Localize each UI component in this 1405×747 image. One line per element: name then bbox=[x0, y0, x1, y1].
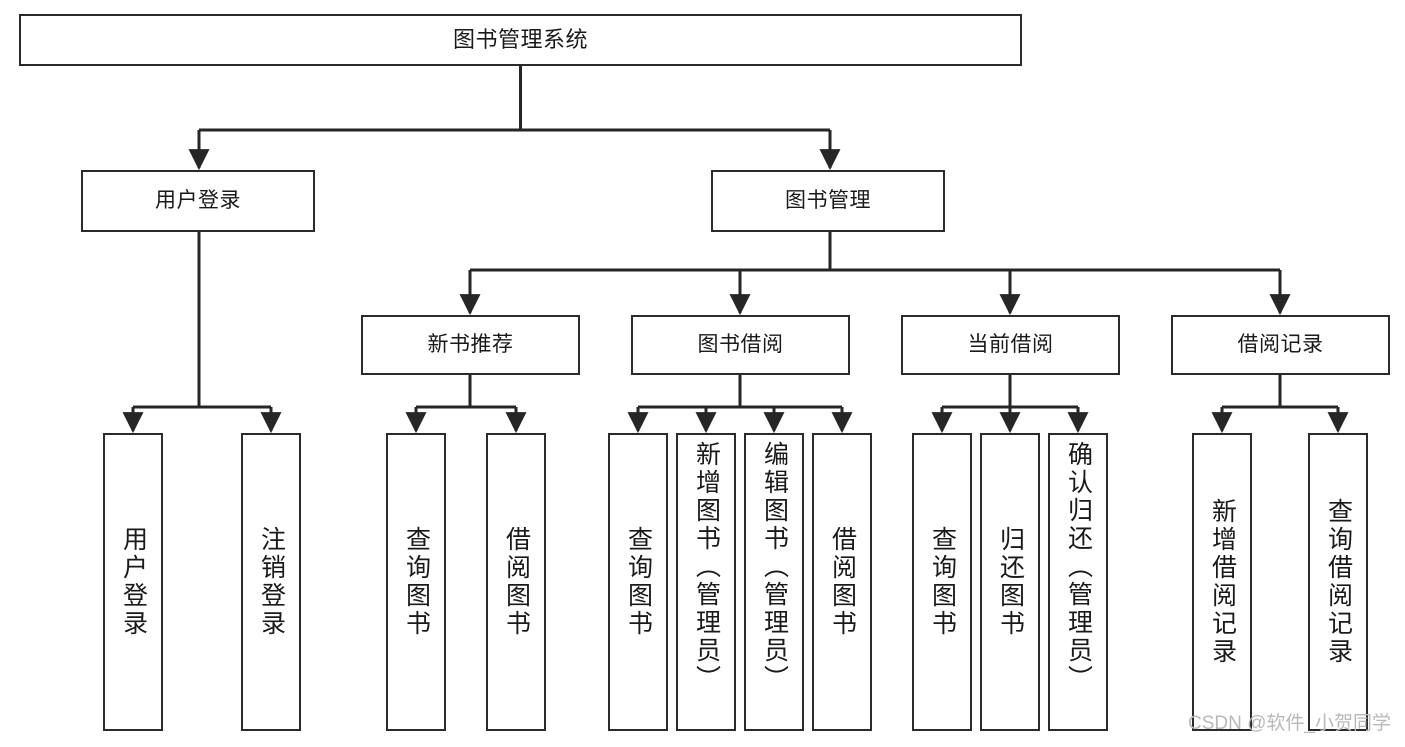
node-label: 用户登录 bbox=[155, 188, 241, 212]
node-label: 当前借阅 bbox=[967, 332, 1054, 356]
leaf-user-login-logout[interactable]: 注销登录 bbox=[241, 433, 301, 731]
node-label: 查询借阅记录 bbox=[1324, 498, 1353, 666]
node-label: 借阅图书 bbox=[828, 526, 857, 638]
leaf-user-login-login[interactable]: 用户登录 bbox=[103, 433, 163, 731]
node-borrow-record[interactable]: 借阅记录 bbox=[1171, 315, 1390, 375]
node-root-library-management-system[interactable]: 图书管理系统 bbox=[19, 14, 1022, 66]
leaf-current-confirm-return-admin[interactable]: 确认归还（管理员） bbox=[1048, 433, 1108, 731]
node-label: 注销登录 bbox=[257, 526, 286, 638]
node-label: 用户登录 bbox=[119, 526, 148, 638]
node-label: 查询图书 bbox=[402, 526, 431, 638]
node-book-borrow[interactable]: 图书借阅 bbox=[631, 315, 850, 375]
node-label: 新增借阅记录 bbox=[1208, 498, 1237, 666]
leaf-record-query-record[interactable]: 查询借阅记录 bbox=[1308, 433, 1368, 731]
node-book-management[interactable]: 图书管理 bbox=[711, 170, 945, 232]
node-label: 查询图书 bbox=[928, 526, 957, 638]
node-new-book-recommend[interactable]: 新书推荐 bbox=[361, 315, 580, 375]
node-label: 归还图书 bbox=[996, 526, 1025, 638]
node-label: 新书推荐 bbox=[427, 332, 514, 356]
watermark: CSDN @软件_小贺同学 bbox=[1188, 713, 1391, 734]
leaf-current-query-book[interactable]: 查询图书 bbox=[912, 433, 972, 731]
leaf-borrow-edit-book-admin[interactable]: 编辑图书（管理员） bbox=[744, 433, 804, 731]
leaf-borrow-query-book[interactable]: 查询图书 bbox=[608, 433, 668, 731]
leaf-current-return-book[interactable]: 归还图书 bbox=[980, 433, 1040, 731]
node-label: 图书管理 bbox=[785, 188, 871, 212]
leaf-borrow-add-book-admin[interactable]: 新增图书（管理员） bbox=[676, 433, 736, 731]
node-label: 确认归还（管理员） bbox=[1064, 441, 1093, 693]
node-label: 编辑图书（管理员） bbox=[760, 441, 789, 693]
leaf-record-add-record[interactable]: 新增借阅记录 bbox=[1192, 433, 1252, 731]
node-label: 查询图书 bbox=[624, 526, 653, 638]
leaf-new-book-borrow[interactable]: 借阅图书 bbox=[486, 433, 546, 731]
node-label: 图书管理系统 bbox=[452, 27, 588, 53]
leaf-borrow-borrow-book[interactable]: 借阅图书 bbox=[812, 433, 872, 731]
node-current-borrow[interactable]: 当前借阅 bbox=[901, 315, 1120, 375]
node-user-login[interactable]: 用户登录 bbox=[81, 170, 315, 232]
node-label: 借阅图书 bbox=[502, 526, 531, 638]
leaf-new-book-query[interactable]: 查询图书 bbox=[386, 433, 446, 731]
node-label: 新增图书（管理员） bbox=[692, 441, 721, 693]
node-label: 借阅记录 bbox=[1237, 332, 1324, 356]
node-label: 图书借阅 bbox=[697, 332, 784, 356]
